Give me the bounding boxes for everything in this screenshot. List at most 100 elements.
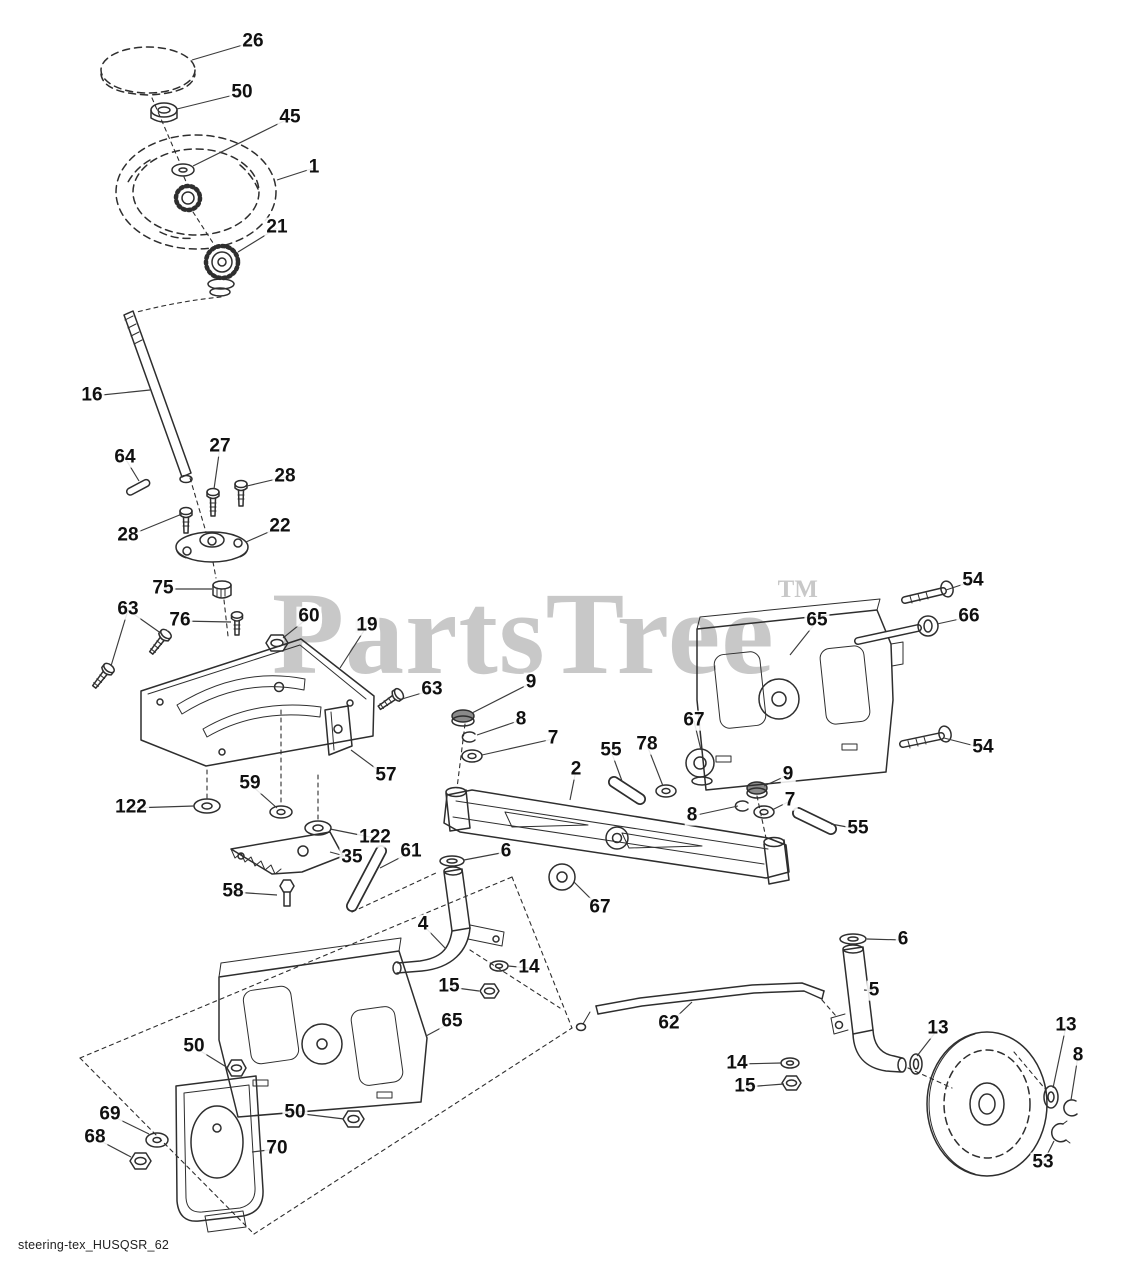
spacer-67-lower — [548, 863, 576, 891]
part-callout-63-16[interactable]: 63 — [419, 678, 445, 700]
part-callout-15-53[interactable]: 15 — [732, 1075, 758, 1097]
part-callout-75-11[interactable]: 75 — [150, 577, 176, 599]
part-callout-63-13[interactable]: 63 — [115, 598, 141, 620]
part-callout-55-32[interactable]: 55 — [845, 817, 871, 839]
nut-50-lower — [342, 1110, 365, 1128]
part-callout-27-7[interactable]: 27 — [207, 435, 233, 457]
part-callout-8-19[interactable]: 8 — [513, 708, 529, 730]
part-callout-50-56[interactable]: 50 — [282, 1101, 308, 1123]
part-callout-65-23[interactable]: 65 — [804, 609, 830, 631]
part-callout-67-24[interactable]: 67 — [681, 709, 707, 731]
plate-70 — [175, 1075, 264, 1233]
washer-69 — [145, 1132, 169, 1148]
part-callout-8-30[interactable]: 8 — [684, 804, 700, 826]
shoulder-bolt-66 — [854, 615, 939, 645]
part-callout-1-3[interactable]: 1 — [306, 156, 322, 178]
part-callout-35-36[interactable]: 35 — [339, 846, 365, 868]
part-callout-66-22[interactable]: 66 — [956, 605, 982, 627]
part-callout-13-50[interactable]: 13 — [1053, 1014, 1079, 1036]
part-callout-53-58[interactable]: 53 — [1030, 1151, 1056, 1173]
part-callout-7-29[interactable]: 7 — [782, 789, 798, 811]
part-callout-14-52[interactable]: 14 — [724, 1052, 750, 1074]
steering-wheel-1 — [115, 134, 277, 250]
part-callout-59-34[interactable]: 59 — [237, 772, 263, 794]
part-callout-28-9[interactable]: 28 — [115, 524, 141, 546]
retainer-8-left — [461, 731, 476, 743]
bearing-7-left — [461, 749, 483, 763]
bearing-7-right — [753, 805, 775, 819]
part-callout-26-0[interactable]: 26 — [240, 30, 266, 52]
shaft-61 — [346, 845, 387, 912]
part-callout-45-2[interactable]: 45 — [277, 106, 303, 128]
part-callout-64-6[interactable]: 64 — [112, 446, 138, 468]
part-callout-65-46[interactable]: 65 — [439, 1010, 465, 1032]
part-callout-2-27[interactable]: 2 — [568, 758, 584, 780]
spindle-right-5 — [830, 933, 907, 1073]
steering-sector-gear-35 — [230, 831, 344, 875]
leader-line-45-2 — [192, 117, 291, 167]
washer-59 — [269, 805, 293, 819]
nut-50-bracket — [226, 1059, 247, 1077]
part-callout-16-5[interactable]: 16 — [79, 384, 105, 406]
leader-line-7-20 — [481, 738, 554, 756]
part-callout-54-31[interactable]: 54 — [970, 736, 996, 758]
washer-122-right — [304, 820, 332, 836]
part-callout-9-18[interactable]: 9 — [523, 671, 539, 693]
front-wheel — [926, 1031, 1048, 1177]
part-callout-122-35[interactable]: 122 — [357, 826, 393, 848]
part-callout-67-40[interactable]: 67 — [587, 896, 613, 918]
part-callout-50-47[interactable]: 50 — [181, 1035, 207, 1057]
part-callout-54-21[interactable]: 54 — [960, 569, 986, 591]
part-callout-5-45[interactable]: 5 — [866, 979, 882, 1001]
part-callout-68-55[interactable]: 68 — [82, 1126, 108, 1148]
part-callout-70-57[interactable]: 70 — [264, 1137, 290, 1159]
drag-link-62 — [575, 982, 825, 1032]
screw-28-right — [234, 479, 248, 507]
part-callout-28-8[interactable]: 28 — [272, 465, 298, 487]
spindle-left-4 — [392, 855, 505, 975]
part-callout-57-17[interactable]: 57 — [373, 764, 399, 786]
leader-line-9-18 — [471, 682, 532, 714]
part-callout-6-38[interactable]: 6 — [498, 840, 514, 862]
part-callout-8-51[interactable]: 8 — [1070, 1044, 1086, 1066]
leader-line-13-50 — [1052, 1025, 1067, 1089]
watermark-tm: TM — [777, 576, 818, 603]
part-callout-22-10[interactable]: 22 — [267, 515, 293, 537]
part-callout-60-14[interactable]: 60 — [296, 605, 322, 627]
square-key-64 — [126, 478, 151, 496]
part-callout-6-44[interactable]: 6 — [895, 928, 911, 950]
bracket-57 — [324, 705, 353, 756]
leader-line-8-19 — [476, 719, 522, 736]
bushing-75 — [212, 580, 232, 599]
part-callout-50-1[interactable]: 50 — [229, 81, 255, 103]
part-callout-14-42[interactable]: 14 — [516, 956, 542, 978]
assembly-guide-lines — [79, 97, 1047, 1235]
part-callout-78-25[interactable]: 78 — [634, 733, 660, 755]
part-callout-61-37[interactable]: 61 — [398, 840, 424, 862]
part-callout-7-20[interactable]: 7 — [545, 727, 561, 749]
washer-13-right — [1043, 1085, 1059, 1109]
part-callout-122-33[interactable]: 122 — [113, 796, 149, 818]
part-callout-15-43[interactable]: 15 — [436, 975, 462, 997]
part-callout-58-39[interactable]: 58 — [220, 880, 246, 902]
part-callout-69-54[interactable]: 69 — [97, 1103, 123, 1125]
screw-27 — [206, 487, 220, 517]
part-callout-55-26[interactable]: 55 — [598, 739, 624, 761]
front-axle-2 — [443, 786, 790, 885]
part-callout-62-48[interactable]: 62 — [656, 1012, 682, 1034]
part-callout-19-15[interactable]: 19 — [354, 614, 380, 636]
part-callout-76-12[interactable]: 76 — [167, 609, 193, 631]
part-callout-9-28[interactable]: 9 — [780, 763, 796, 785]
cap-9-left — [451, 709, 475, 727]
part-callout-21-4[interactable]: 21 — [264, 216, 290, 238]
part-callout-4-41[interactable]: 4 — [415, 913, 431, 935]
shaft-support-bracket-22 — [175, 531, 249, 563]
washer-78 — [655, 784, 677, 798]
spacer-55-left — [608, 776, 646, 805]
part-callout-13-49[interactable]: 13 — [925, 1017, 951, 1039]
steering-boot-21 — [203, 243, 241, 297]
diagram-filename: steering-tex_HUSQSR_62 — [18, 1238, 169, 1252]
steering-plate-19 — [140, 638, 375, 767]
